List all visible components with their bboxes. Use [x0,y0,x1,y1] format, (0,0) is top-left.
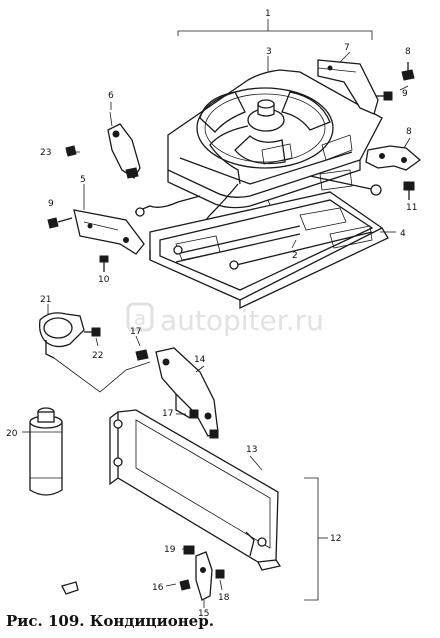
evaporator-housing [167,69,383,253]
nut-17-mid [189,409,199,419]
callout-2: 2 [292,251,298,261]
callout-13: 13 [246,445,257,455]
callout-12: 12 [330,534,341,544]
screw-22 [84,327,101,337]
svg-text:a: a [134,306,146,330]
bolt-23 [65,145,77,157]
callout-10-left: 10 [98,275,110,285]
watermark: a autopiter.ru [126,302,324,337]
callout-11: 11 [406,203,417,213]
bracket-8 [365,145,422,171]
bracket-7 [317,59,379,115]
callout-5: 5 [80,175,86,185]
callout-19: 19 [164,545,176,555]
callout-17-top: 17 [130,327,141,337]
callout-16: 16 [152,583,164,593]
bolt-11 [403,181,415,200]
bracket-15 [195,551,213,601]
leader-lines [22,51,411,608]
callout-21: 21 [40,295,51,305]
callout-22: 22 [92,351,103,361]
bolt-19 [183,545,195,555]
bolt-9-top [401,62,415,81]
condenser-13 [109,409,282,571]
bracket-12 [304,477,328,601]
callout-9-top: 8 [405,47,411,57]
callout-7: 7 [344,43,350,53]
evaporator-core-frame [134,169,389,310]
nut-17-top [135,349,149,361]
callout-20: 20 [6,429,18,439]
bolt-18 [215,569,225,579]
callout-23: 23 [40,148,51,158]
callout-15: 15 [198,609,209,619]
clamp-21 [38,312,85,359]
bolt-16 [179,579,191,591]
small-fitting [61,581,79,595]
callout-17-mid: 17 [162,409,173,419]
receiver-drier-20 [29,407,63,496]
assembly-bracket-1 [177,19,373,40]
bolt-lower-14 [209,429,219,439]
bolt-9-left [47,217,73,229]
callout-9-left: 9 [48,199,54,209]
callout-8: 8 [406,127,412,137]
bracket-5 [73,209,145,255]
callout-14: 14 [194,355,206,365]
screw-10-left [99,255,109,272]
callout-numbers: 1 2 3 4 5 6 7 8 9 9 10 11 8 12 13 14 15 … [6,9,417,619]
callout-3: 3 [266,47,272,57]
watermark-text: autopiter.ru [160,304,324,337]
bracket-14 [155,347,219,437]
callout-10-top: 9 [402,89,408,99]
bracket-6 [107,111,141,179]
screw-10-top [376,91,393,101]
callout-4: 4 [400,229,406,239]
callout-18: 18 [218,593,230,603]
callout-1: 1 [265,9,271,19]
figure-caption: Рис. 109. Кондиционер. [6,612,214,630]
callout-6: 6 [108,91,114,101]
